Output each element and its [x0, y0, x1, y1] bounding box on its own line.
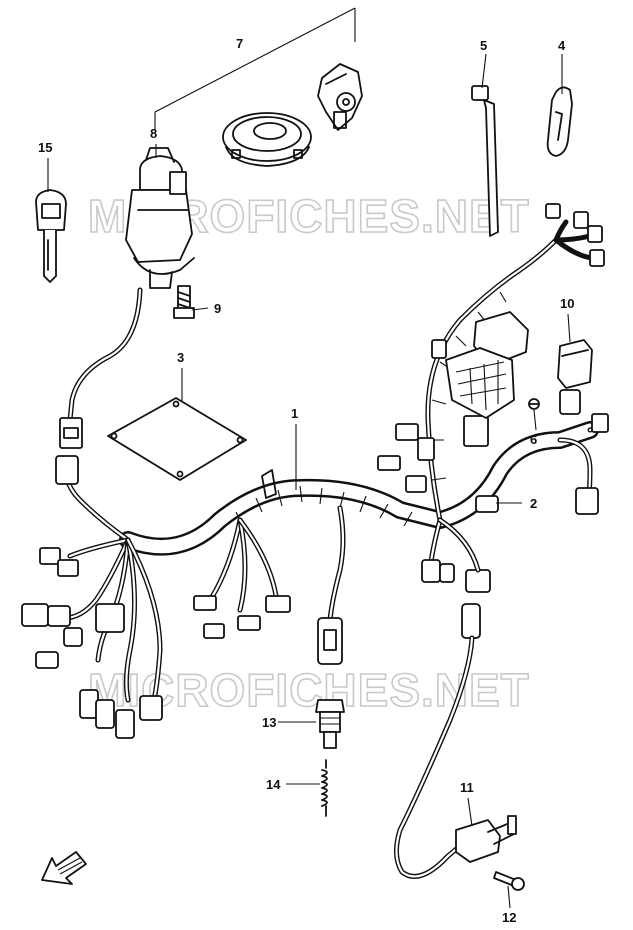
band-5 — [471, 85, 499, 237]
main-harness — [21, 203, 609, 739]
plate-3 — [107, 397, 247, 481]
harness-connector-center — [317, 617, 343, 665]
brake-switch-assembly — [394, 603, 525, 891]
callout-11: 11 — [460, 780, 474, 795]
callout-5: 5 — [480, 38, 487, 53]
callout-10: 10 — [560, 296, 574, 311]
fuse-box — [445, 311, 529, 419]
callout-9: 9 — [214, 301, 221, 316]
fuel-cap — [222, 112, 312, 167]
seat-lock — [317, 63, 363, 131]
connector-left-top — [55, 455, 79, 485]
spring-14 — [321, 759, 328, 817]
lock-set-bracket — [154, 7, 356, 130]
callout-7: 7 — [236, 36, 243, 51]
callout-14: 14 — [266, 777, 281, 792]
ignition-connector — [59, 417, 83, 449]
arrow-down-left-icon — [41, 851, 87, 885]
bolt-9 — [173, 285, 195, 319]
ignition-key — [35, 189, 67, 283]
callout-1: 1 — [291, 406, 298, 421]
callout-8: 8 — [150, 126, 157, 141]
relay-10 — [557, 339, 593, 415]
connector-2 — [475, 495, 499, 513]
screw-6 — [528, 398, 540, 410]
callout-2: 2 — [530, 496, 537, 511]
ignition-switch — [125, 147, 195, 289]
oil-pressure-switch — [315, 699, 345, 749]
callout-4: 4 — [558, 38, 566, 53]
callout-12: 12 — [502, 910, 516, 925]
callout-13: 13 — [262, 715, 276, 730]
clamp-4 — [546, 86, 573, 157]
callout-15: 15 — [38, 140, 52, 155]
callout-3: 3 — [177, 350, 184, 365]
leader-lines — [47, 53, 571, 909]
callout-6: 6 — [530, 432, 537, 447]
